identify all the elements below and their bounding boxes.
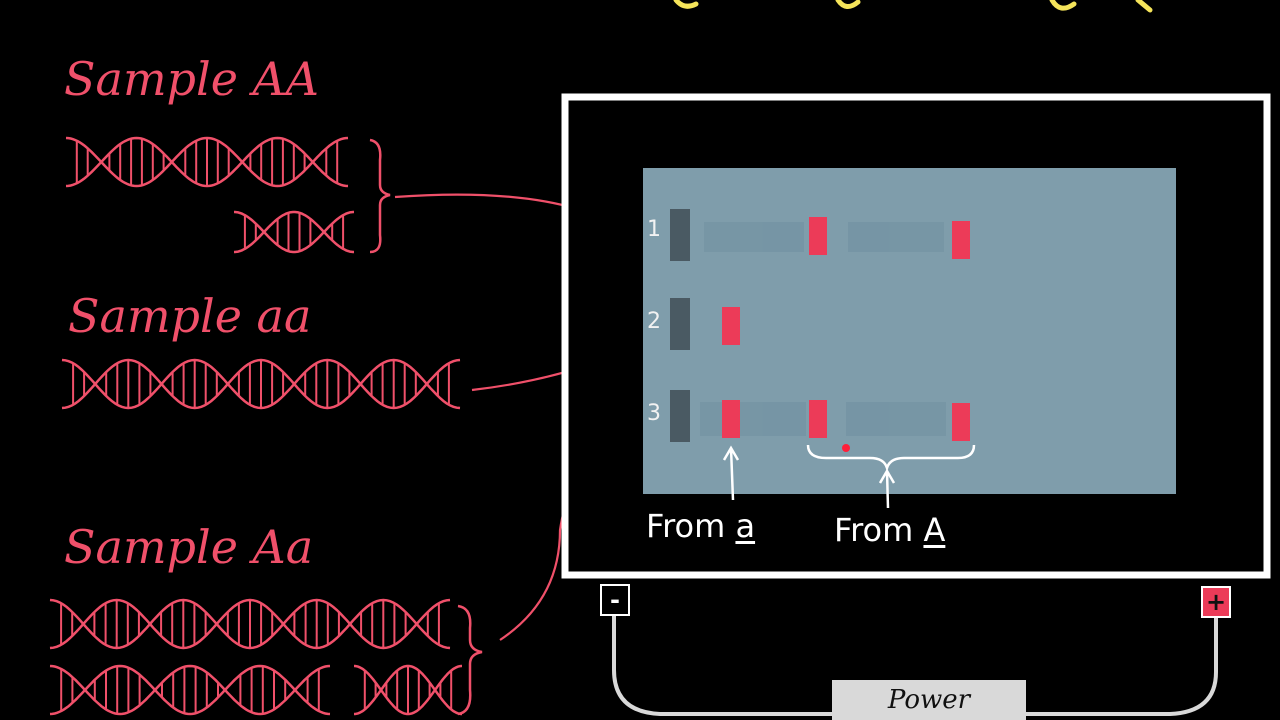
gel-smear <box>700 222 946 436</box>
pointer-dot <box>842 444 850 452</box>
arrow-from-a-icon <box>722 445 740 501</box>
caption-allele-A: A <box>923 511 946 549</box>
caption-from-a-prefix: From <box>646 507 736 545</box>
lane-2-number: 2 <box>647 309 661 334</box>
band-lane3-A2 <box>952 403 970 441</box>
caption-from-a: From a <box>646 507 755 545</box>
caption-allele-a: a <box>735 507 756 545</box>
band-lane1-A1 <box>809 217 827 255</box>
dna-sample-AA-short-icon <box>234 210 354 254</box>
positive-terminal: + <box>1201 586 1231 618</box>
sample-aa-label: Sample aa <box>68 289 312 343</box>
arrow-from-A-icon <box>878 468 896 509</box>
band-lane2-a <box>722 307 740 345</box>
lane-3-number: 3 <box>647 401 661 426</box>
caption-from-A: From A <box>834 511 945 549</box>
well-1 <box>670 209 690 261</box>
brace-from-A-icon <box>806 444 976 473</box>
positive-wire <box>1026 618 1218 716</box>
brace-sample-aa-icon <box>369 138 391 254</box>
dna-sample-AA-long-icon <box>65 136 349 188</box>
negative-terminal: - <box>600 584 630 616</box>
sample-AA-label: Sample AA <box>64 52 319 106</box>
cropped-title-icon <box>673 0 1153 13</box>
dna-sample-Aa-mid-icon <box>49 664 331 716</box>
negative-wire <box>612 616 832 716</box>
lane-1-number: 1 <box>647 217 661 242</box>
band-lane1-A2 <box>952 221 970 259</box>
dna-sample-Aa-long-icon <box>49 598 451 650</box>
dna-sample-Aa-short-icon <box>354 664 462 716</box>
caption-from-A-prefix: From <box>834 511 924 549</box>
dna-sample-aa-icon <box>61 358 461 410</box>
band-lane3-A1 <box>809 400 827 438</box>
band-lane3-a <box>722 400 740 438</box>
well-3 <box>670 390 690 442</box>
sample-Aa-label: Sample Aa <box>64 520 314 574</box>
power-supply-label: Power <box>832 680 1026 720</box>
well-2 <box>670 298 690 350</box>
brace-sample-het-icon <box>457 604 483 716</box>
